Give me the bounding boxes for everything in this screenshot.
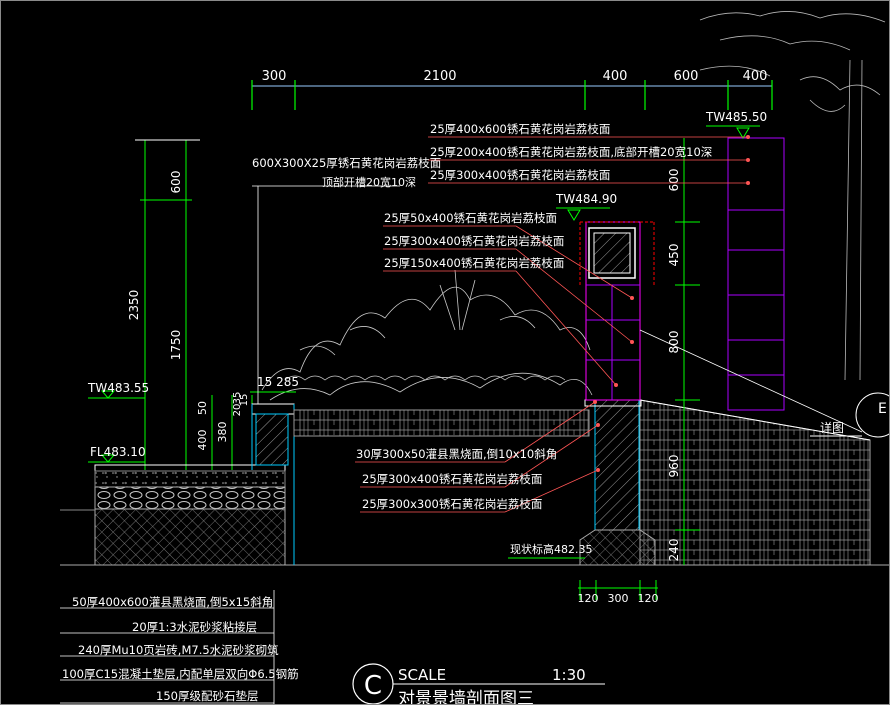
leader-dots bbox=[593, 135, 750, 472]
level-tw485-50: TW485.50 bbox=[705, 110, 767, 124]
top-dim-600: 600 bbox=[674, 69, 699, 84]
note-mid-3: 25厚150x400锈石黄花岗岩荔枝面 bbox=[384, 256, 564, 270]
drawing-title: 对景景墙剖面图三 bbox=[398, 689, 534, 705]
note-mid-1: 25厚50x400锈石黄花岗岩荔枝面 bbox=[384, 211, 557, 225]
top-dim-400: 400 bbox=[603, 69, 628, 84]
note-mid-2: 25厚300x400锈石黄花岗岩荔枝面 bbox=[384, 234, 564, 248]
top-dimension-chain bbox=[251, 80, 773, 110]
bottom-dimension-chain bbox=[578, 580, 658, 600]
back-wall bbox=[727, 137, 785, 411]
dim-15: 15 bbox=[239, 394, 250, 407]
layer-4: 100厚C15混凝土垫层,内配单层双向Φ6.5钢筋 bbox=[62, 667, 299, 681]
dim-600-right: 600 bbox=[667, 169, 681, 192]
left-dimension-lines bbox=[135, 139, 253, 470]
note-top-2: 25厚200x400锈石黄花岗岩荔枝面,底部开槽20宽10深 bbox=[430, 145, 712, 159]
layer-5: 150厚级配砂石垫层 bbox=[156, 689, 258, 703]
detail-label: 详图 bbox=[820, 420, 844, 435]
dim-240-right: 240 bbox=[667, 539, 681, 562]
level-marker-tw2 bbox=[556, 207, 610, 221]
dim-2350: 2350 bbox=[127, 290, 141, 321]
planter-wall-left bbox=[251, 403, 295, 565]
paving-section-left bbox=[60, 464, 890, 566]
bottom-dim-120b: 120 bbox=[638, 592, 659, 605]
level-tw483-55: TW483.55 bbox=[87, 381, 149, 395]
level-marker-tw3 bbox=[706, 125, 760, 139]
dim-600-left: 600 bbox=[169, 171, 183, 194]
note-low-1: 30厚300x50灌县黑烧面,倒10x10斜角 bbox=[356, 447, 557, 461]
level-ground-482-35: 现状标高482.35 bbox=[510, 542, 593, 556]
leader-lines bbox=[355, 136, 748, 513]
note-top-3: 25厚300x400锈石黄花岗岩荔枝面 bbox=[430, 168, 610, 182]
dim-1750: 1750 bbox=[169, 330, 183, 361]
detail-callout bbox=[639, 329, 890, 438]
dim-400-left: 400 bbox=[196, 430, 209, 451]
sloped-ground-right bbox=[639, 399, 871, 566]
level-fl483-10: FL483.10 bbox=[90, 445, 146, 459]
dim-20: 20 bbox=[232, 404, 243, 417]
level-marker-tw1 bbox=[88, 390, 145, 399]
title-letter: C bbox=[364, 671, 382, 701]
dim-35: 35 bbox=[232, 392, 243, 405]
bottom-dim-120a: 120 bbox=[578, 592, 599, 605]
planting-shrubs bbox=[261, 269, 593, 401]
note-top-1: 25厚400x600锈石黄花岗岩荔枝面 bbox=[430, 122, 610, 136]
note-low-3: 25厚300x300锈石黄花岗岩荔枝面 bbox=[362, 497, 542, 511]
wall-column bbox=[579, 221, 655, 401]
right-dimension-line bbox=[675, 138, 700, 565]
tree-silhouettes bbox=[699, 11, 886, 381]
dim-960-right: 960 bbox=[667, 455, 681, 478]
layer-leader bbox=[60, 590, 275, 705]
bottom-dim-300: 300 bbox=[608, 592, 629, 605]
layer-2: 20厚1:3水泥砂浆粘接层 bbox=[132, 620, 257, 634]
scale-value: 1:30 bbox=[552, 666, 586, 684]
note-low-2: 25厚300x400锈石黄花岗岩荔枝面 bbox=[362, 472, 542, 486]
dim-380: 380 bbox=[216, 422, 229, 443]
level-tw484-90: TW484.90 bbox=[555, 192, 617, 206]
dim-800-right: 800 bbox=[667, 331, 681, 354]
note-cap-2: 顶部开槽20宽10深 bbox=[322, 175, 416, 189]
note-cap-1: 600X300X25厚锈石黄花岗岩荔枝面 bbox=[252, 156, 441, 170]
dim-15-285: 15 285 bbox=[257, 375, 299, 389]
wall-footing bbox=[579, 399, 656, 566]
soil-band bbox=[293, 409, 590, 437]
detail-bubble-letter: E bbox=[878, 401, 887, 417]
dim-450-right: 450 bbox=[667, 244, 681, 267]
dim-50: 50 bbox=[196, 401, 209, 415]
layer-3: 240厚Mu10页岩砖,M7.5水泥砂浆砌筑 bbox=[78, 643, 279, 657]
top-dim-400b: 400 bbox=[743, 69, 768, 84]
scale-label: SCALE bbox=[398, 666, 446, 684]
top-dim-300: 300 bbox=[262, 69, 287, 84]
level-marker-fl bbox=[88, 454, 145, 463]
top-dim-2100: 2100 bbox=[423, 69, 456, 84]
layer-1: 50厚400x600灌县黑烧面,倒5x15斜角 bbox=[72, 595, 273, 609]
